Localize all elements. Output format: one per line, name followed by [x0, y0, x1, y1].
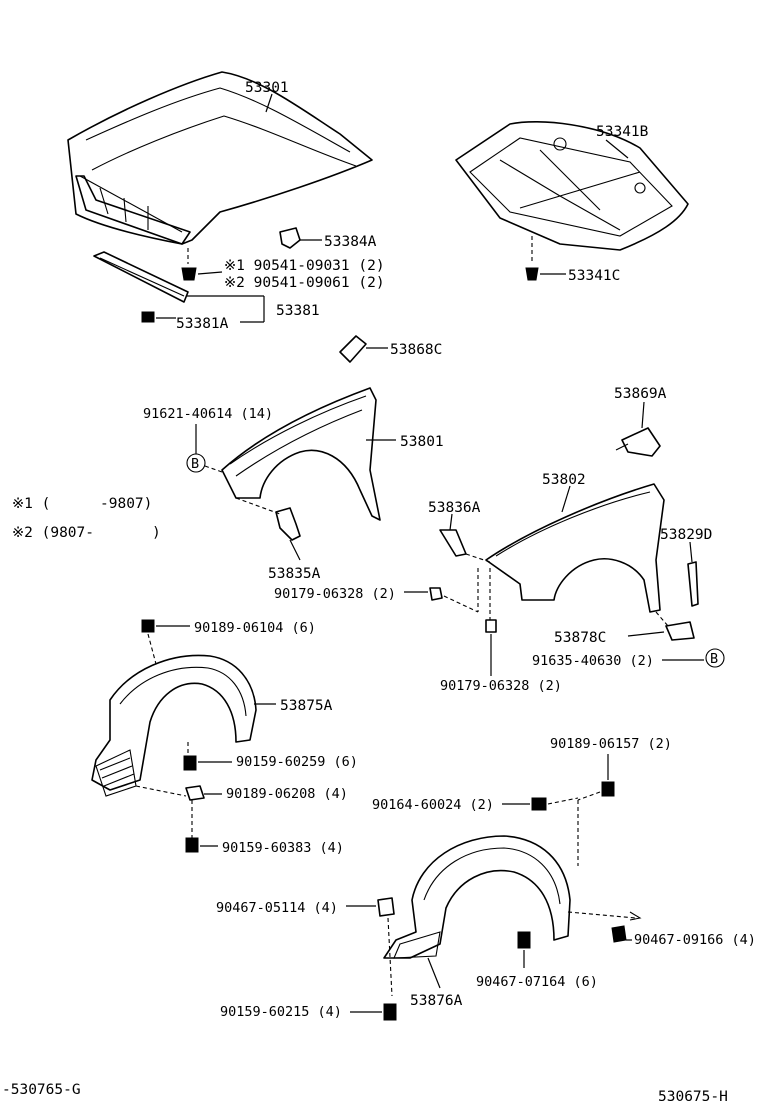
- label-bracket-878c: 53878C: [554, 630, 606, 646]
- label-screw-90159-215: 90159-60215 (4): [220, 1004, 342, 1020]
- fender-lh-drawing: [221, 387, 381, 521]
- note-2-mark: ※2 (9807-: [12, 525, 94, 541]
- label-screw-90159-259: 90159-60259 (6): [236, 754, 358, 770]
- liner-rh-drawing: [383, 835, 571, 959]
- label-molding-829d: 53829D: [660, 527, 712, 543]
- label-nut-90467-164: 90467-07164 (6): [476, 974, 598, 990]
- label-cover-a: 53869A: [614, 386, 667, 402]
- label-hood-insulator: 53341B: [596, 124, 649, 140]
- footer-right-code: 530675-H: [658, 1089, 728, 1105]
- label-nut-90467-114: 90467-05114 (4): [216, 900, 338, 916]
- label-fender-lh: 53801: [400, 434, 444, 450]
- hood-insulator-drawing: [455, 121, 689, 251]
- label-bolt-91621: 91621-40614 (14): [143, 406, 273, 422]
- label-nut-90467-166: 90467-09166 (4): [634, 932, 756, 948]
- label-bracket-c: 53868C: [390, 342, 442, 358]
- label-seal-clip: 53381A: [176, 316, 229, 332]
- hood-seal-drawing: [93, 251, 189, 303]
- marker-b-lower-text: B: [710, 651, 718, 667]
- label-liner-lh: 53875A: [280, 698, 333, 714]
- label-fender-rh: 53802: [542, 472, 586, 488]
- footer-left-code: -530765-G: [2, 1082, 81, 1098]
- label-clip-90189-157: 90189-06157 (2): [550, 736, 672, 752]
- label-bracket-835a: 53835A: [268, 566, 321, 582]
- label-hood-bumper: 53384A: [324, 234, 377, 250]
- label-clip-90189-208: 90189-06208 (4): [226, 786, 348, 802]
- label-screw-upper: 90179-06328 (2): [274, 586, 396, 602]
- label-screw-90159-383: 90159-60383 (4): [222, 840, 344, 856]
- label-hood: 53301: [245, 80, 289, 96]
- label-screw-90164: 90164-60024 (2): [372, 797, 494, 813]
- label-bracket-836a: 53836A: [428, 500, 481, 516]
- label-insulator-clip: 53341C: [568, 268, 620, 284]
- marker-b-upper-text: B: [191, 456, 199, 472]
- marker-b-upper: [186, 453, 206, 473]
- label-seal-group: 53381: [276, 303, 320, 319]
- note-2-close: ): [152, 525, 161, 541]
- note-1-mark: ※1 (: [12, 496, 50, 512]
- label-bolt-91635: 91635-40630 (2): [532, 653, 654, 669]
- note-1-range: -9807): [100, 496, 152, 512]
- label-screw-lower: 90179-06328 (2): [440, 678, 562, 694]
- label-clip-note-2: ※2 90541-09061 (2): [224, 275, 385, 291]
- fender-rh-drawing: [485, 483, 665, 613]
- label-liner-rh: 53876A: [410, 993, 463, 1009]
- liner-lh-drawing: [91, 654, 257, 797]
- label-clip-90189-6104: 90189-06104 (6): [194, 620, 316, 636]
- hood-drawing: [67, 71, 373, 245]
- marker-b-lower: [705, 648, 725, 668]
- label-clip-note-1: ※1 90541-09031 (2): [224, 258, 385, 274]
